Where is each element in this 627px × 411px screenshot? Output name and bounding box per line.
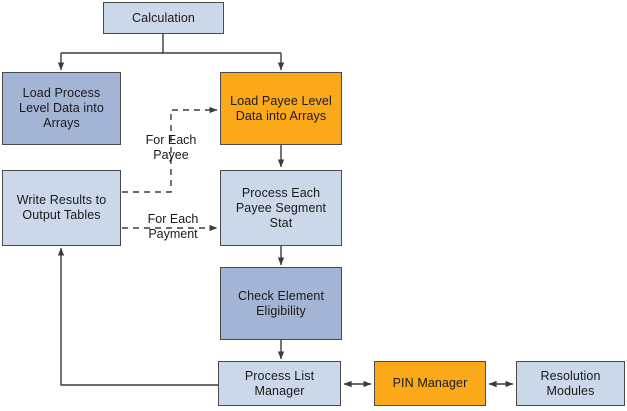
edge-label-for-each-payee: For Each Payee bbox=[139, 133, 203, 163]
node-load-payee-level[interactable]: Load Payee Level Data into Arrays bbox=[220, 72, 342, 145]
node-process-each-payee[interactable]: Process Each Payee Segment Stat bbox=[220, 170, 342, 246]
node-pin-manager[interactable]: PIN Manager bbox=[374, 361, 486, 406]
node-load-payee-level-label: Load Payee Level Data into Arrays bbox=[230, 93, 332, 123]
edge-process-list-to-write-results bbox=[57, 247, 218, 386]
edge-write-results-to-load-payee-level bbox=[122, 106, 218, 193]
edge-label-for-each-payment-line1: For Each bbox=[147, 212, 199, 226]
node-resolution-modules[interactable]: Resolution Modules bbox=[516, 361, 625, 406]
node-write-results-label: Write Results to Output Tables bbox=[16, 193, 107, 222]
node-process-each-payee-label: Process Each Payee Segment Stat bbox=[235, 185, 327, 230]
node-process-list-label: Process List Manager bbox=[244, 368, 315, 398]
node-load-process-level-label: Load Process Level Data into Arrays bbox=[19, 86, 104, 130]
node-check-element-label: Check Element Eligibility bbox=[237, 288, 325, 318]
node-check-element[interactable]: Check Element Eligibility bbox=[220, 267, 342, 340]
node-load-process-level[interactable]: Load Process Level Data into Arrays bbox=[2, 72, 121, 145]
node-calculation[interactable]: Calculation bbox=[103, 2, 224, 34]
node-pin-manager-label: PIN Manager bbox=[392, 376, 468, 390]
node-resolution-modules-label: Resolution Modules bbox=[540, 368, 601, 398]
edge-label-for-each-payment: For Each Payment bbox=[138, 212, 208, 242]
edge-label-for-each-payment-line2: Payment bbox=[148, 227, 198, 241]
node-calculation-label: Calculation bbox=[132, 10, 195, 25]
edge-label-for-each-payee-line1: For Each bbox=[145, 133, 197, 147]
node-process-list[interactable]: Process List Manager bbox=[218, 361, 341, 406]
edge-label-for-each-payee-line2: Payee bbox=[153, 148, 189, 162]
node-write-results[interactable]: Write Results to Output Tables bbox=[2, 170, 121, 246]
